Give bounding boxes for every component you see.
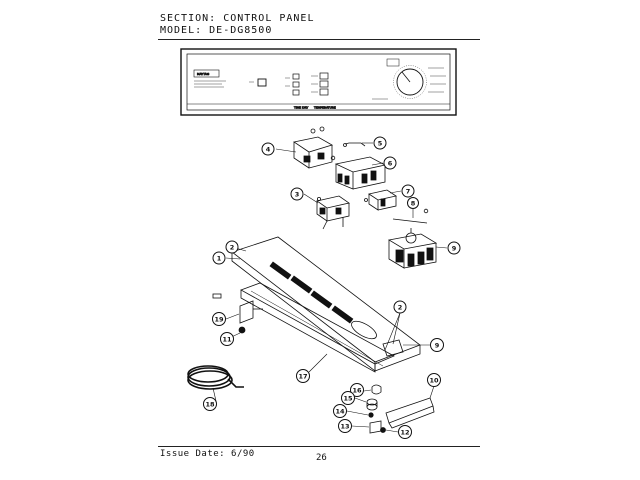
- issue-date: Issue Date: 6/90: [160, 449, 255, 459]
- callout-12-left-label: 11: [222, 336, 232, 344]
- callout-19: 19: [212, 312, 226, 326]
- callout-4-label: 4: [266, 146, 271, 154]
- callout-6: 6: [383, 156, 397, 170]
- timer-dial: [396, 68, 424, 96]
- model-line: MODEL: DE-DG8500: [160, 25, 272, 36]
- callout-2-top: 2: [225, 240, 239, 254]
- part-14-nut: [368, 412, 374, 418]
- part-3-switch: [316, 195, 350, 230]
- part-5-clip: [343, 142, 366, 147]
- part-17-chassis: [240, 282, 395, 373]
- section-value: CONTROL PANEL: [223, 13, 315, 24]
- callout-12-left: 11: [220, 332, 234, 346]
- brand-logo-text: MAYTAG: [197, 72, 210, 76]
- callout-15-label: 15: [343, 395, 353, 403]
- callout-2-right: 2: [393, 300, 407, 314]
- callout-9-label: 9: [452, 245, 457, 253]
- part-8-screw: [392, 208, 429, 224]
- part-12-screw-left: [238, 326, 246, 334]
- start-button: [257, 78, 267, 87]
- callout-1-label: 1: [217, 255, 222, 263]
- part-13-button: [369, 420, 382, 434]
- callout-1: 1: [212, 251, 226, 265]
- brand-logo-box: [193, 69, 220, 78]
- part-19-bracket: [212, 293, 263, 324]
- callout-19-label: 19: [214, 316, 224, 324]
- callout-14: 14: [333, 404, 347, 418]
- header-rule: [158, 39, 480, 40]
- callout-2-right-label: 2: [398, 304, 403, 312]
- callout-18-label: 18: [205, 401, 215, 409]
- section-line: SECTION: CONTROL PANEL: [160, 13, 314, 24]
- callout-9: 9: [447, 241, 461, 255]
- callout-8: 8: [407, 197, 419, 209]
- callout-10: 9: [430, 338, 444, 352]
- part-15-knob: [366, 398, 378, 411]
- callout-8-label: 8: [411, 200, 416, 208]
- callout-2-top-label: 2: [230, 244, 235, 252]
- callout-16-label: 16: [352, 387, 362, 395]
- model-value: DE-DG8500: [209, 25, 273, 36]
- callout-7: 7: [401, 184, 415, 198]
- callout-12-bottom-label: 12: [400, 429, 409, 437]
- callout-13: 13: [338, 419, 352, 433]
- page-number: 26: [316, 453, 327, 463]
- callout-13-label: 13: [340, 423, 349, 431]
- callout-3: 3: [290, 187, 304, 201]
- callout-11-label: 10: [429, 377, 439, 385]
- part-6-switch-block: [330, 155, 387, 190]
- callout-7-label: 7: [406, 188, 411, 196]
- callout-10-label: 9: [435, 342, 440, 350]
- part-16-spacer: [371, 384, 382, 395]
- callout-5: 5: [373, 136, 387, 150]
- callout-15: 15: [341, 391, 355, 405]
- callout-16: 16: [350, 383, 364, 397]
- issue-label: Issue Date:: [160, 449, 226, 459]
- callout-17: 17: [296, 369, 310, 383]
- part-7-small-switch: [364, 189, 398, 211]
- temperature-label: TEMPERATURE: [313, 106, 336, 110]
- callout-17-label: 17: [298, 373, 307, 381]
- callout-12-bottom: 12: [398, 425, 412, 439]
- callout-6-label: 6: [388, 160, 393, 168]
- callout-5-label: 5: [378, 140, 383, 148]
- time-dry-label: TIME DRY: [293, 106, 308, 110]
- part-9-timer: [387, 228, 438, 269]
- section-label: SECTION:: [160, 13, 217, 24]
- leader-lines: [212, 142, 448, 433]
- footer-rule: [158, 446, 480, 447]
- callout-18: 18: [203, 397, 217, 411]
- callout-3-label: 3: [295, 191, 300, 199]
- issue-value: 6/90: [231, 449, 255, 459]
- part-11-endcap: [385, 397, 435, 429]
- part-1-panel: [231, 236, 421, 372]
- callout-4: 4: [261, 142, 275, 156]
- part-18-cord: [187, 365, 244, 390]
- model-label: MODEL:: [160, 25, 203, 36]
- control-panel-front: MAYTAG TIME DRY TEMPERATURE: [180, 48, 457, 116]
- callout-11: 10: [427, 373, 441, 387]
- callout-14-label: 14: [335, 408, 345, 416]
- part-4-switch: [292, 126, 334, 169]
- part-12-screw-bottom: [380, 427, 386, 433]
